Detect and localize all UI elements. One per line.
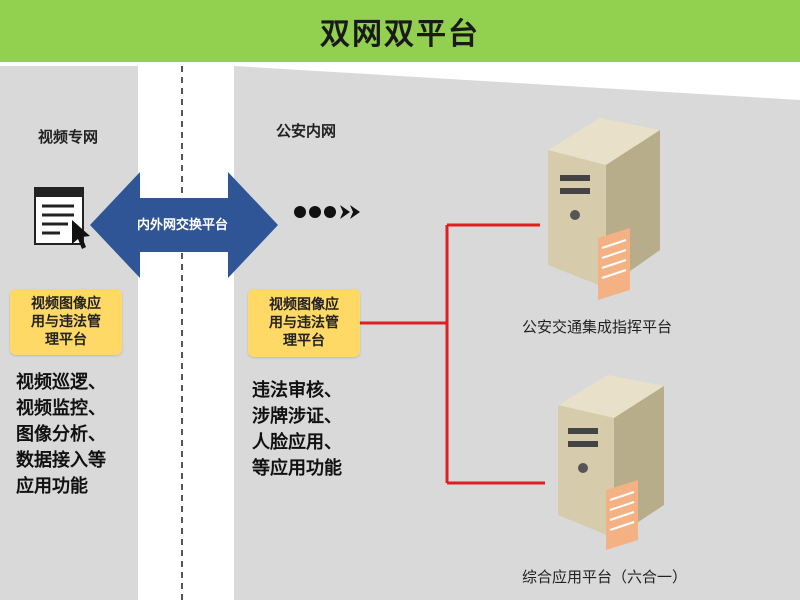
- title-banner: 双网双平台: [0, 0, 800, 62]
- exchange-arrow: [90, 172, 278, 278]
- left-platform-box: 视频图像应 用与违法管 理平台: [10, 289, 122, 355]
- right-platform-box-label: 视频图像应 用与违法管 理平台: [269, 297, 339, 349]
- right-platform-box: 视频图像应 用与违法管 理平台: [248, 289, 360, 357]
- police-intranet-label: 公安内网: [276, 122, 337, 140]
- server-label-integrated-app: 综合应用平台（六合一）: [522, 568, 688, 586]
- server-label-traffic-command: 公安交通集成指挥平台: [522, 318, 673, 336]
- left-platform-functions: 视频巡逻、 视频监控、 图像分析、 数据接入等 应用功能: [16, 372, 106, 497]
- gear-chain-icon: [294, 205, 360, 219]
- right-platform-functions: 违法审核、 涉牌涉证、 人脸应用、 等应用功能: [252, 380, 342, 479]
- server-icon-2: [558, 375, 664, 550]
- left-panel-slant: [136, 66, 138, 600]
- page-title: 双网双平台: [320, 17, 480, 52]
- connector-lines: [360, 223, 545, 485]
- video-network-label: 视频专网: [38, 128, 99, 146]
- left-platform-box-label: 视频图像应 用与违法管 理平台: [31, 296, 101, 348]
- exchange-platform-label: 内外网交换平台: [136, 218, 228, 233]
- document-icon: [34, 187, 90, 249]
- right-panel-top-slant: [234, 66, 800, 100]
- server-icon-1: [548, 118, 660, 300]
